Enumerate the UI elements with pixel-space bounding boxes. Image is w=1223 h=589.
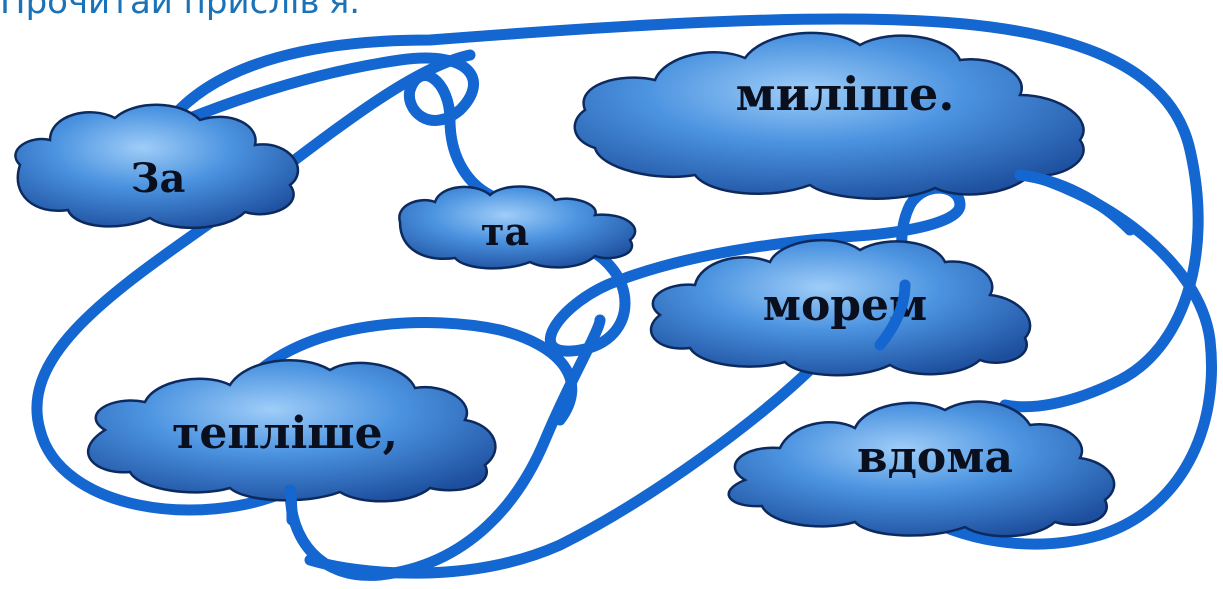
cloud-ta-shape — [398, 185, 637, 270]
cloud-word-milishe: миліше. — [736, 67, 955, 121]
thread-line-za-ta — [179, 52, 496, 201]
cloud-za-shape — [14, 103, 300, 230]
cloud-za[interactable]: За — [14, 103, 300, 230]
thread-line-left-loop — [31, 49, 476, 516]
thread-line-teplishe-inner — [254, 317, 578, 426]
thread-line-morem-down — [304, 354, 826, 579]
cloud-word-teplishe: тепліше, — [172, 408, 398, 459]
thread-line-front-1 — [874, 279, 911, 351]
cloud-vdoma[interactable]: вдома — [727, 400, 1116, 538]
thread-lines-front — [284, 169, 1136, 526]
thread-line-teplishe-morem — [284, 314, 606, 581]
cloud-milishe[interactable]: миліше. — [573, 31, 1085, 200]
cloud-ta[interactable]: та — [398, 185, 637, 270]
cloud-vdoma-shape — [727, 400, 1116, 538]
clouds: За та миліше. морем тепліше, вдома — [14, 31, 1116, 538]
cloud-teplishe[interactable]: тепліше, — [86, 358, 497, 503]
cloud-word-za: За — [131, 155, 186, 202]
thread-line-outer — [164, 13, 1204, 413]
thread-line-front-2 — [1014, 169, 1136, 236]
cloud-milishe-shape — [573, 31, 1085, 200]
cloud-word-ta: та — [481, 209, 529, 254]
instruction-text: Прочитай прислів'я. — [0, 0, 361, 22]
cloud-word-vdoma: вдома — [857, 432, 1013, 483]
cloud-morem-shape — [649, 238, 1032, 377]
thread-line-front-3 — [284, 484, 298, 526]
cloud-teplishe-shape — [86, 358, 497, 503]
